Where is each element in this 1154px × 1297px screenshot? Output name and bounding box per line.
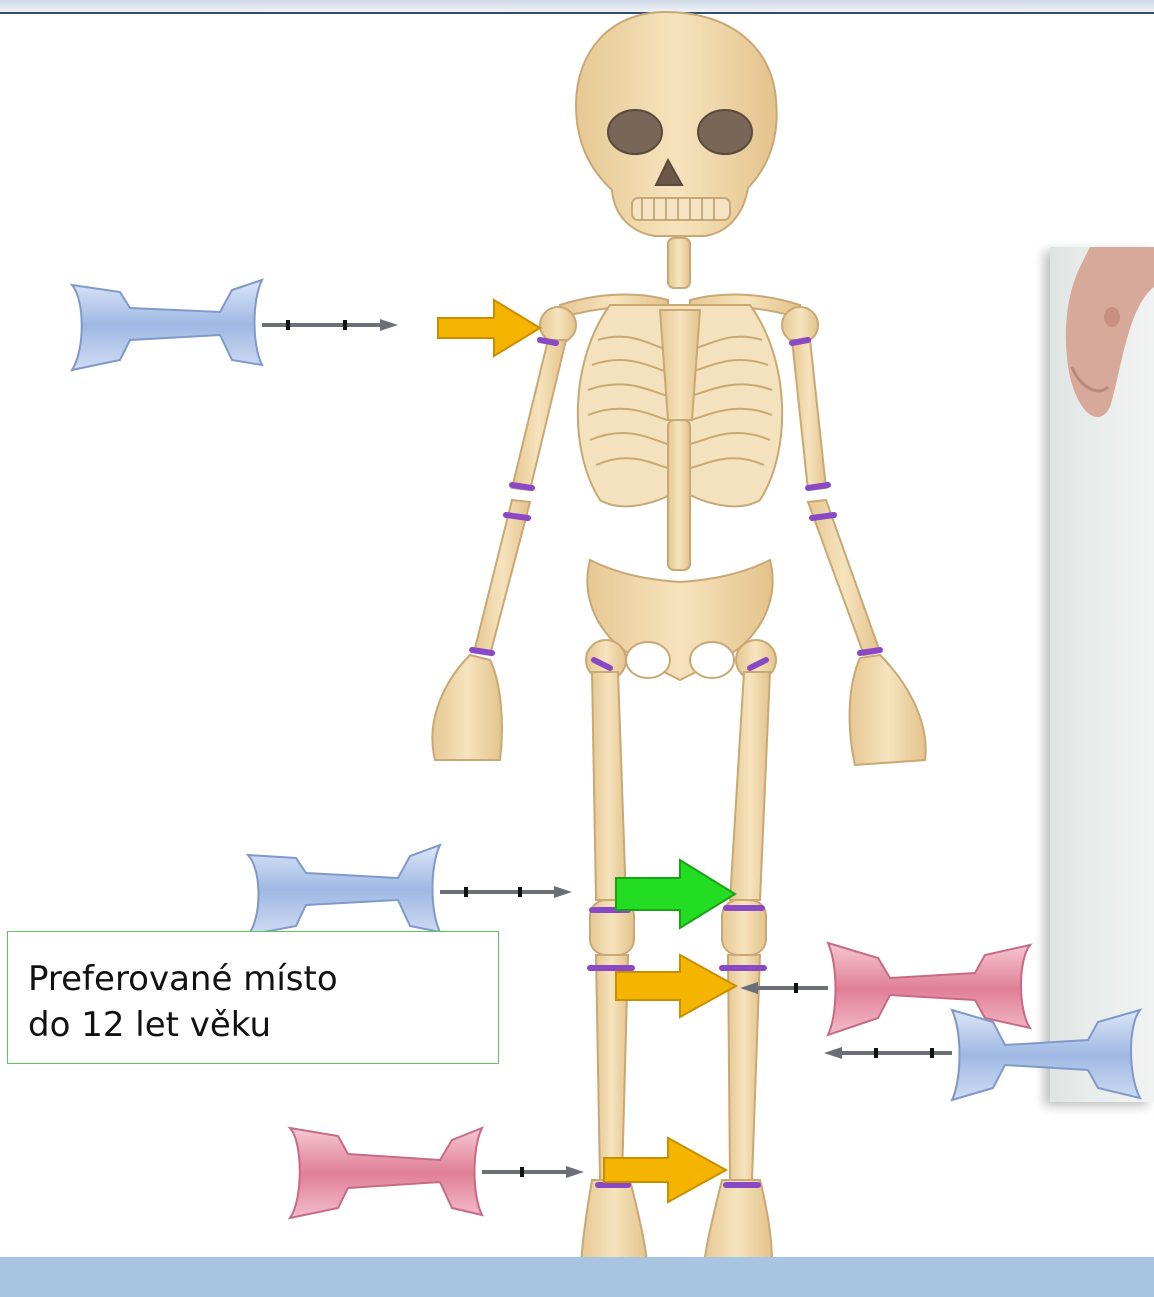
preferred-site-label: Preferované místo do 12 let věku (7, 931, 499, 1064)
right-forearm (808, 500, 880, 655)
right-femur (730, 672, 770, 900)
needle-pink-ankle (290, 1128, 584, 1218)
lumbar-spine (668, 420, 690, 570)
needle-blue-tibia (824, 1010, 1140, 1100)
arrow-proximal-tibia (616, 955, 736, 1017)
left-humerus (512, 340, 566, 490)
left-hand (432, 655, 502, 760)
right-obturator (690, 642, 734, 678)
skeleton (432, 12, 925, 1290)
needle-blue-femur (248, 845, 572, 935)
right-hand (850, 655, 926, 765)
label-line-2: do 12 let věku (28, 1002, 498, 1048)
cervical-spine (668, 238, 690, 288)
needle-blue-humerus (72, 280, 398, 370)
left-obturator (626, 642, 670, 678)
right-humerus (792, 340, 826, 490)
left-femur (592, 672, 626, 900)
label-line-1: Preferované místo (28, 956, 498, 1002)
footer-band (0, 1257, 1154, 1297)
sternum (660, 310, 700, 420)
skull (576, 12, 777, 236)
left-humeral-head (540, 307, 576, 343)
arrow-proximal-humerus (438, 300, 540, 356)
left-forearm (474, 500, 530, 655)
right-humeral-head (782, 307, 818, 343)
